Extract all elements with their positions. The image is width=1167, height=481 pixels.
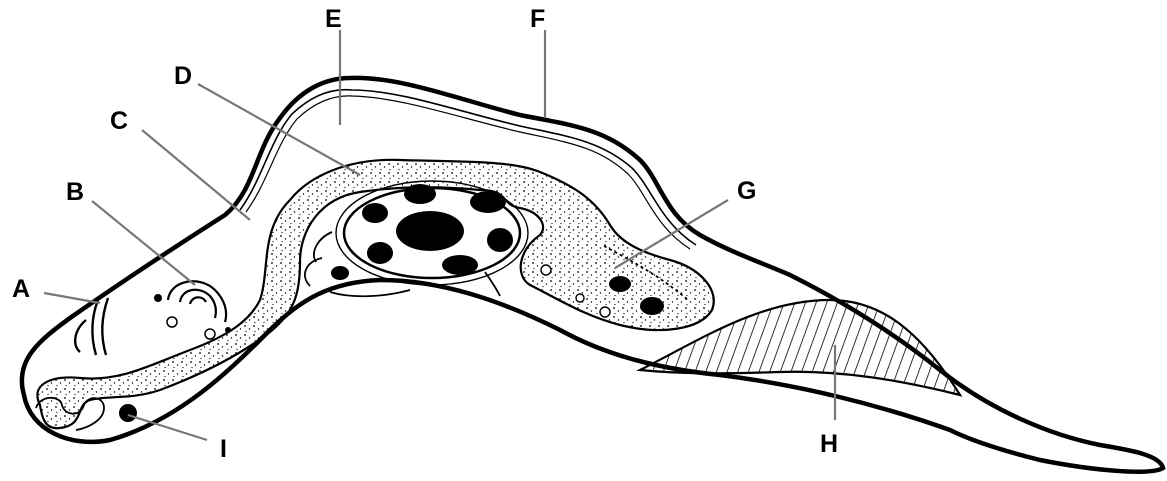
vesicle [225, 327, 231, 333]
chromatin-3 [470, 191, 506, 213]
nucleolus [396, 211, 464, 251]
inclusion-body [609, 276, 631, 292]
chromatin-2 [404, 184, 436, 204]
chromatin-7 [331, 266, 349, 280]
vesicle [154, 294, 162, 302]
inclusion-body [640, 297, 664, 315]
label-D: D [174, 62, 192, 90]
chromatin-4 [487, 228, 513, 252]
label-E: E [325, 5, 342, 33]
leader-C [142, 130, 250, 220]
vacuole [600, 307, 610, 317]
label-I: I [220, 435, 227, 463]
granule [119, 404, 137, 422]
label-G: G [737, 177, 756, 205]
label-F: F [530, 5, 545, 33]
label-A: A [12, 275, 30, 303]
chromatin-1 [362, 203, 388, 223]
vacuole [541, 265, 551, 275]
leader-A [44, 293, 100, 303]
vacuole [576, 294, 584, 302]
chromatin-5 [442, 255, 478, 275]
label-C: C [110, 107, 128, 135]
label-B: B [66, 178, 84, 206]
vesicle [205, 329, 215, 339]
label-H: H [820, 430, 838, 458]
chromatin-6 [367, 242, 393, 264]
vesicle [167, 317, 177, 327]
